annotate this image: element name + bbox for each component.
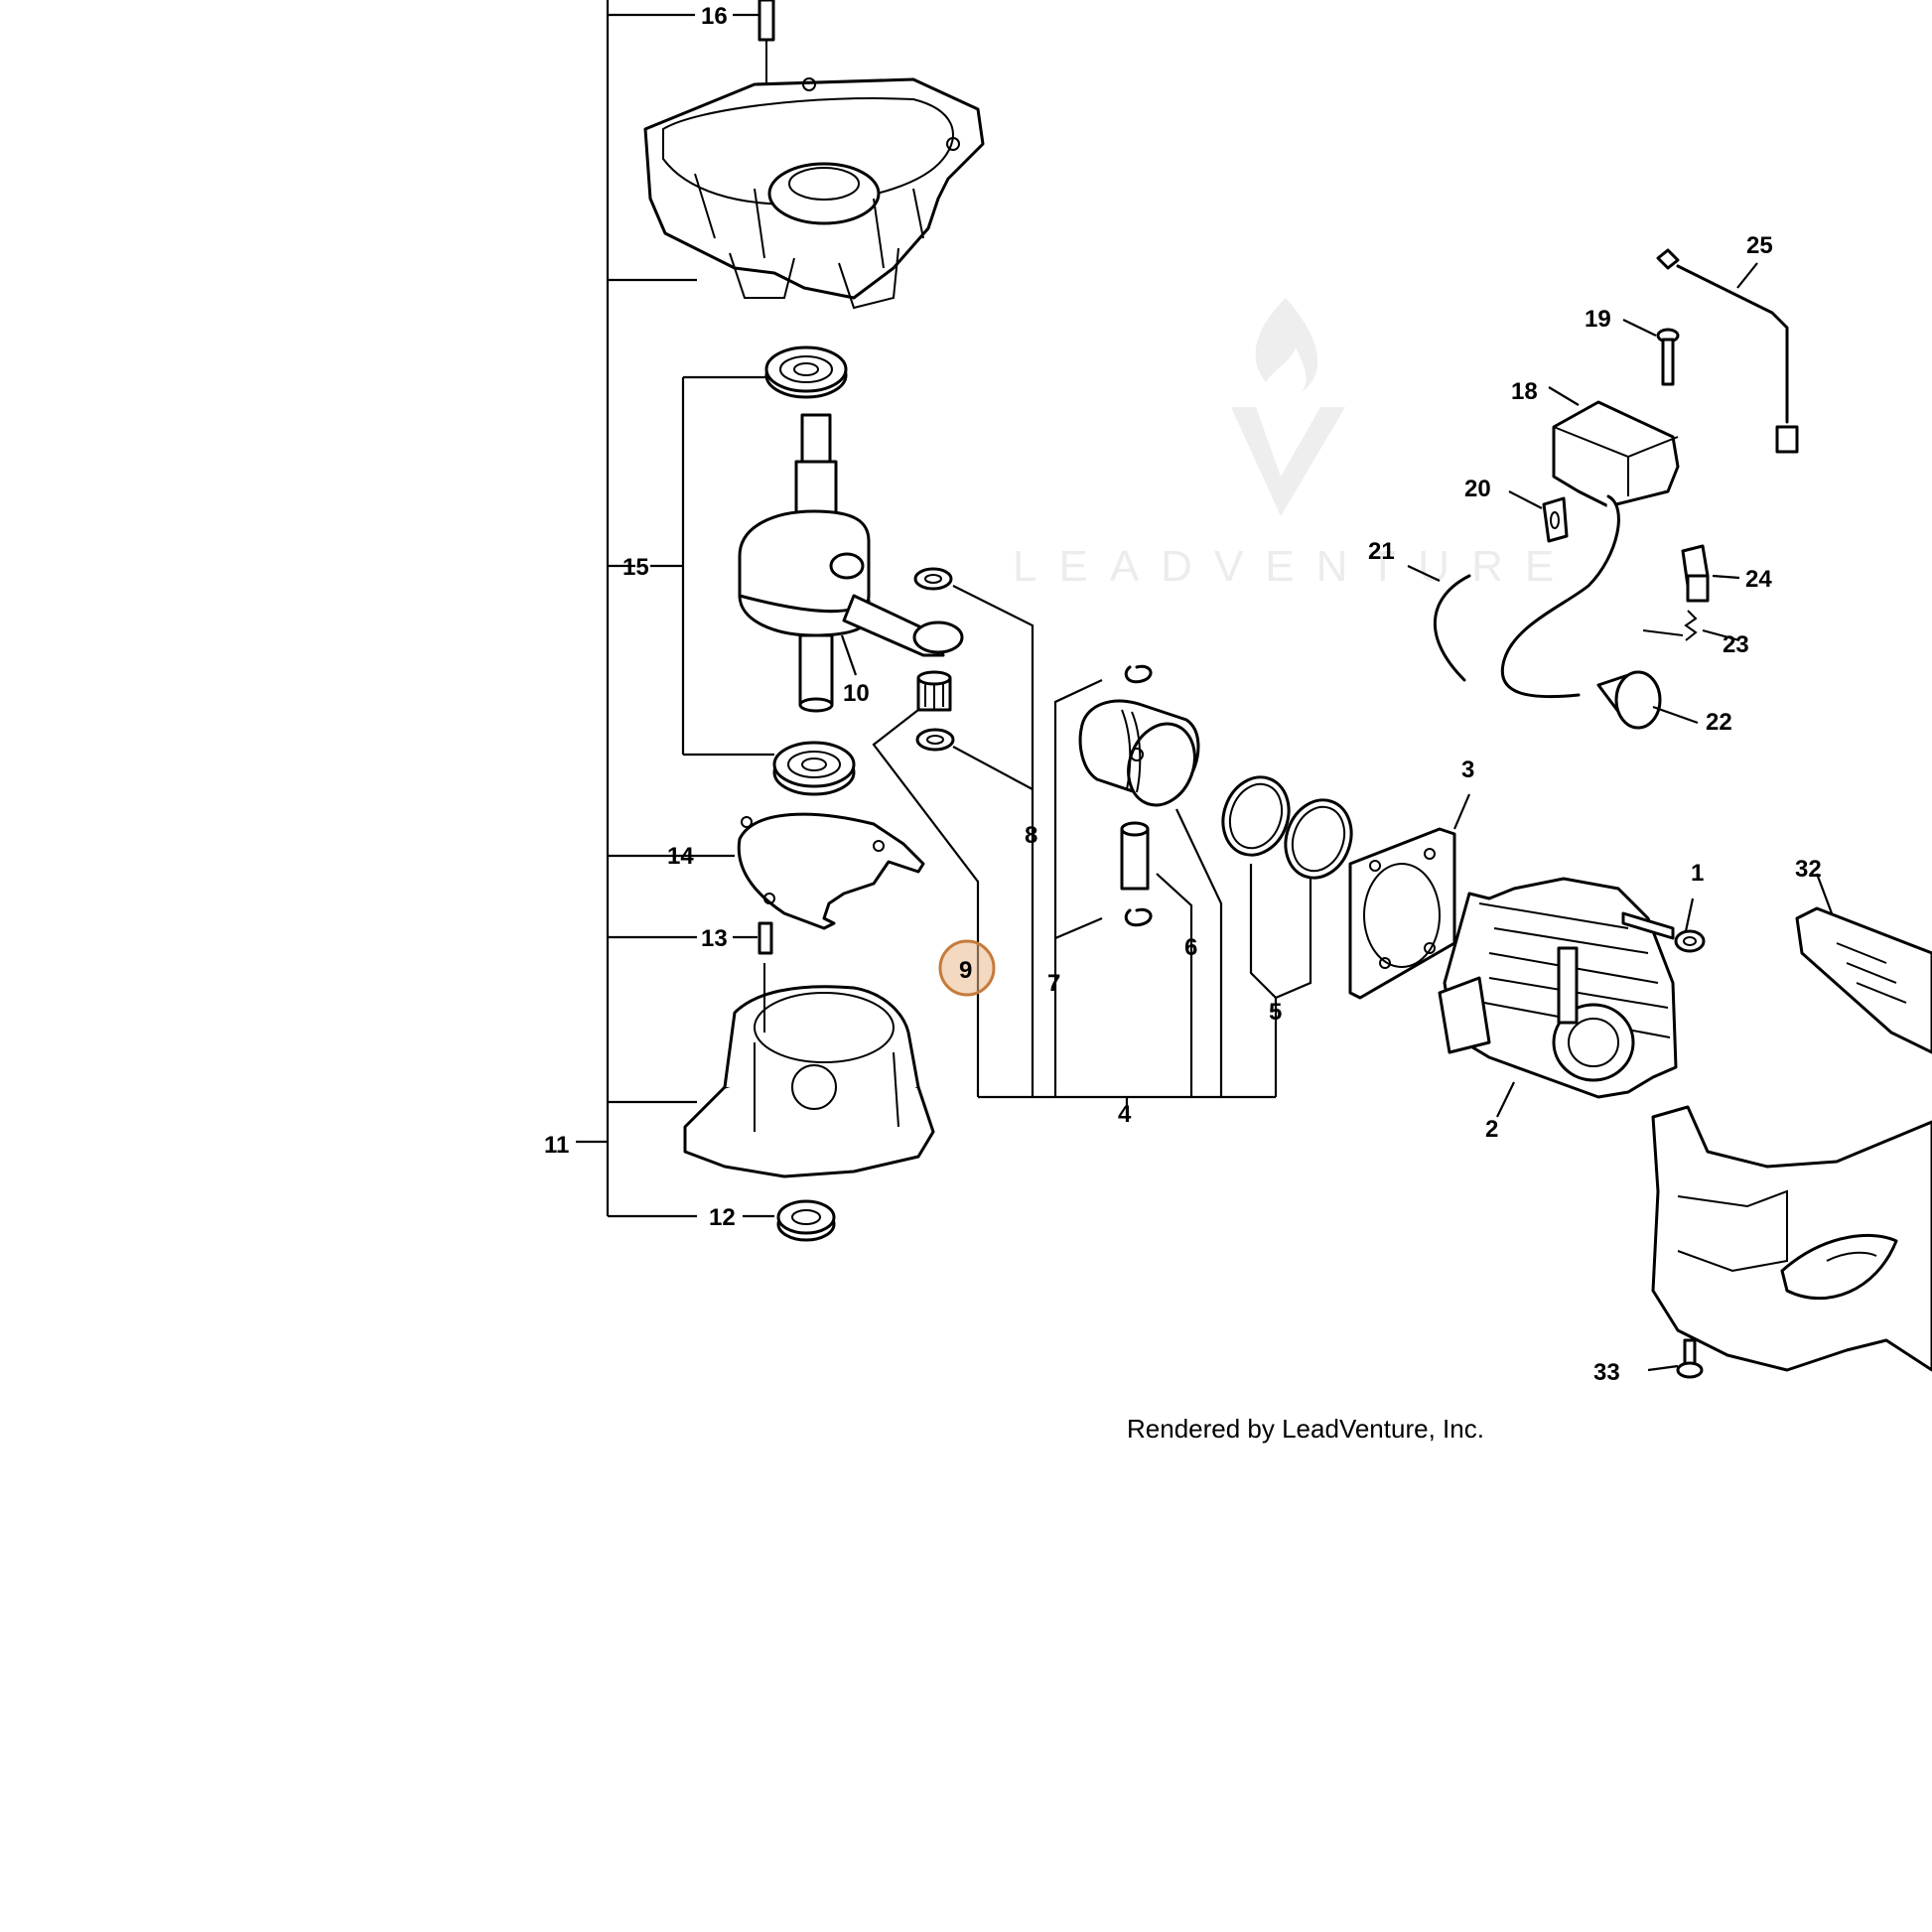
callout-21[interactable]: 21 bbox=[1368, 538, 1395, 565]
callout-23[interactable]: 23 bbox=[1723, 631, 1749, 658]
selected-callout-highlight bbox=[938, 939, 996, 997]
callout-20[interactable]: 20 bbox=[1464, 476, 1491, 502]
callout-14[interactable]: 14 bbox=[667, 843, 694, 870]
callout-7[interactable]: 7 bbox=[1047, 970, 1060, 997]
callout-6[interactable]: 6 bbox=[1184, 934, 1197, 961]
callout-3[interactable]: 3 bbox=[1461, 757, 1474, 783]
part-bearing-top bbox=[764, 345, 848, 399]
callout-24[interactable]: 24 bbox=[1745, 566, 1772, 593]
callout-9[interactable]: 9 bbox=[959, 957, 972, 984]
part-32-shroud bbox=[1795, 873, 1932, 1054]
callout-12[interactable]: 12 bbox=[709, 1204, 736, 1231]
assembly-bracket-11 bbox=[576, 0, 697, 1218]
part-25-wire bbox=[1656, 248, 1799, 454]
callout-22[interactable]: 22 bbox=[1706, 709, 1732, 736]
part-crankshaft bbox=[738, 413, 964, 713]
callout-19[interactable]: 19 bbox=[1585, 306, 1611, 333]
part-23-spring bbox=[1642, 610, 1740, 642]
part-24-plug bbox=[1681, 544, 1740, 603]
callout-4[interactable]: 4 bbox=[1118, 1101, 1132, 1128]
part-8-washers bbox=[913, 567, 1035, 1097]
watermark-text: LEADVENTURE bbox=[1013, 542, 1576, 591]
watermark-logo: LEADVENTURE bbox=[1013, 298, 1576, 591]
callout-33[interactable]: 33 bbox=[1593, 1359, 1620, 1386]
callout-labels: 1 2 3 4 5 6 7 8 9 10 11 12 13 14 15 16 1… bbox=[544, 3, 1822, 1386]
part-crankcase-lower bbox=[683, 963, 935, 1178]
part-2-cylinder bbox=[1438, 877, 1678, 1118]
part-21-tube bbox=[1407, 565, 1471, 682]
callout-13[interactable]: 13 bbox=[701, 925, 728, 952]
part-12-seal bbox=[743, 1199, 836, 1242]
part-20-plate bbox=[1508, 490, 1569, 543]
part-piston-assembly-4 bbox=[978, 664, 1353, 1107]
part-crankcase-upper bbox=[643, 77, 985, 310]
callout-5[interactable]: 5 bbox=[1269, 999, 1282, 1026]
bracket-15 bbox=[650, 375, 774, 757]
callout-11[interactable]: 11 bbox=[544, 1132, 569, 1159]
callout-2[interactable]: 2 bbox=[1485, 1116, 1498, 1143]
callout-16[interactable]: 16 bbox=[701, 3, 728, 30]
callout-15[interactable]: 15 bbox=[622, 554, 649, 581]
part-3-gasket bbox=[1348, 793, 1471, 1000]
callout-32[interactable]: 32 bbox=[1795, 856, 1822, 883]
callout-8[interactable]: 8 bbox=[1025, 822, 1037, 849]
part-13-pin bbox=[733, 921, 773, 955]
callout-18[interactable]: 18 bbox=[1511, 378, 1538, 405]
callout-25[interactable]: 25 bbox=[1746, 232, 1773, 259]
callout-10[interactable]: 10 bbox=[843, 680, 870, 707]
part-22-cap bbox=[1596, 670, 1699, 730]
part-18-ignition-coil bbox=[1500, 386, 1680, 699]
part-bearing-bottom bbox=[772, 741, 856, 796]
rendered-by-credit: Rendered by LeadVenture, Inc. bbox=[1127, 1414, 1484, 1444]
leader-10 bbox=[840, 634, 858, 676]
part-33-bolt bbox=[1647, 1338, 1704, 1379]
part-1-bolt bbox=[1621, 897, 1706, 953]
callout-1[interactable]: 1 bbox=[1691, 860, 1704, 887]
part-engine-cover bbox=[1651, 1105, 1932, 1372]
part-14-gasket bbox=[697, 812, 925, 930]
part-19-bolt bbox=[1622, 319, 1680, 386]
